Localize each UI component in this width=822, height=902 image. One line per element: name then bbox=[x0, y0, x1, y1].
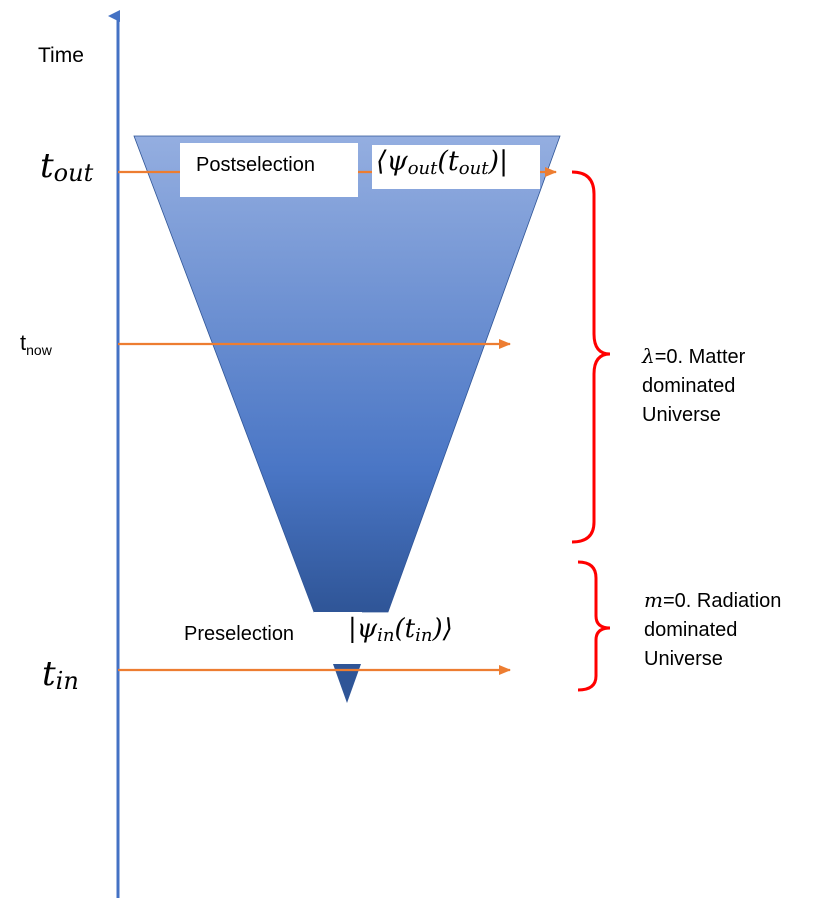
t-in-label: tin bbox=[42, 654, 79, 695]
axis-title: Time bbox=[38, 44, 84, 67]
postselection-box bbox=[180, 143, 358, 197]
t-out-label: tout bbox=[40, 146, 94, 187]
radiation-era-note: m=0. Radiation dominated Universe bbox=[644, 588, 782, 670]
preselection-label: Preselection bbox=[184, 623, 295, 645]
universe-cone-tip bbox=[333, 664, 361, 703]
t-now-label: tnow bbox=[20, 330, 52, 358]
preselection-state: |ψin(tin)⟩ bbox=[348, 614, 453, 646]
matter-era-note: λ=0. Matter dominated Universe bbox=[642, 344, 746, 426]
postselection-label: Postselection bbox=[196, 154, 315, 176]
universe-cone-upper bbox=[133, 135, 561, 613]
postselection-state: ⟨ψout(tout)| bbox=[376, 146, 509, 179]
preselection-state-box bbox=[346, 614, 484, 658]
matter-era-brace bbox=[571, 170, 611, 544]
radiation-era-brace bbox=[577, 560, 611, 692]
postselection-state-box bbox=[372, 145, 540, 189]
